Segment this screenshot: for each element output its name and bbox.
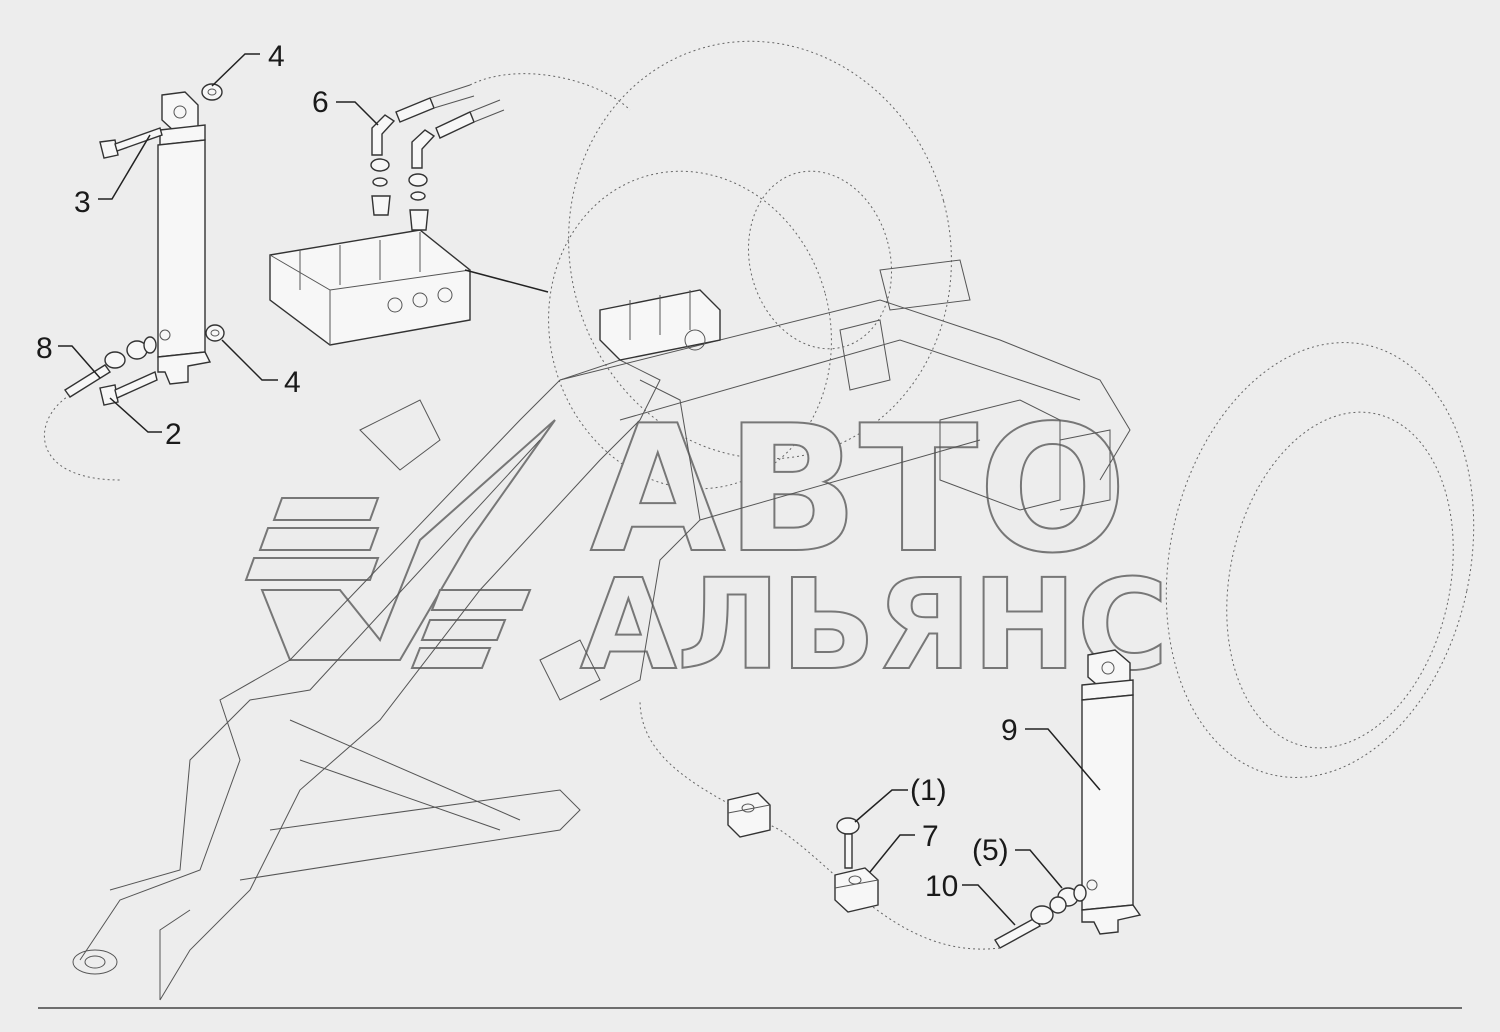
- callout-6: 6: [312, 86, 329, 119]
- screw-1: [836, 817, 860, 869]
- hydraulic-cylinder-upper: [157, 91, 212, 385]
- callout-3: 3: [74, 186, 91, 219]
- nut-upper: [201, 83, 223, 101]
- bolt-2: [99, 371, 158, 406]
- hose-dotted-lower: [639, 699, 1001, 950]
- bolt-3: [99, 127, 163, 159]
- hose-clamp-loose: [727, 792, 771, 838]
- control-valve-mounted: [599, 289, 721, 361]
- callout-9: 9: [1001, 714, 1018, 747]
- hose-fittings: [370, 73, 631, 231]
- coupling-10: [994, 896, 1067, 949]
- coupling-8: [63, 336, 157, 398]
- callout-8: 8: [36, 332, 53, 365]
- hose-dotted-upper: [43, 394, 121, 481]
- leader-lines: [58, 53, 1101, 926]
- callout-1: (1): [910, 774, 947, 807]
- hydraulic-cylinder-lower: [1081, 649, 1142, 935]
- nut-lower: [205, 324, 225, 342]
- callout-4-lower: 4: [284, 366, 301, 399]
- callout-4-upper: 4: [268, 40, 285, 73]
- trailer-frame: [72, 259, 1131, 1001]
- callout-10: 10: [925, 870, 958, 903]
- watermark: АВТО АЛЬЯНС: [244, 388, 1169, 699]
- rear-wheel-ghost: [1165, 342, 1475, 778]
- callout-5: (5): [972, 834, 1009, 867]
- valve-ref-line: [464, 269, 549, 293]
- callout-2: 2: [165, 418, 182, 451]
- callout-7: 7: [922, 820, 939, 853]
- callout-labels: 4 6 3 8 4 2 9 (1) 7 (5) 10: [36, 40, 1018, 903]
- hose-clamp-7: [834, 867, 879, 913]
- watermark-line-1: АВТО: [590, 389, 1127, 592]
- control-valve-block: [269, 229, 471, 346]
- watermark-line-2: АЛЬЯНС: [580, 553, 1168, 698]
